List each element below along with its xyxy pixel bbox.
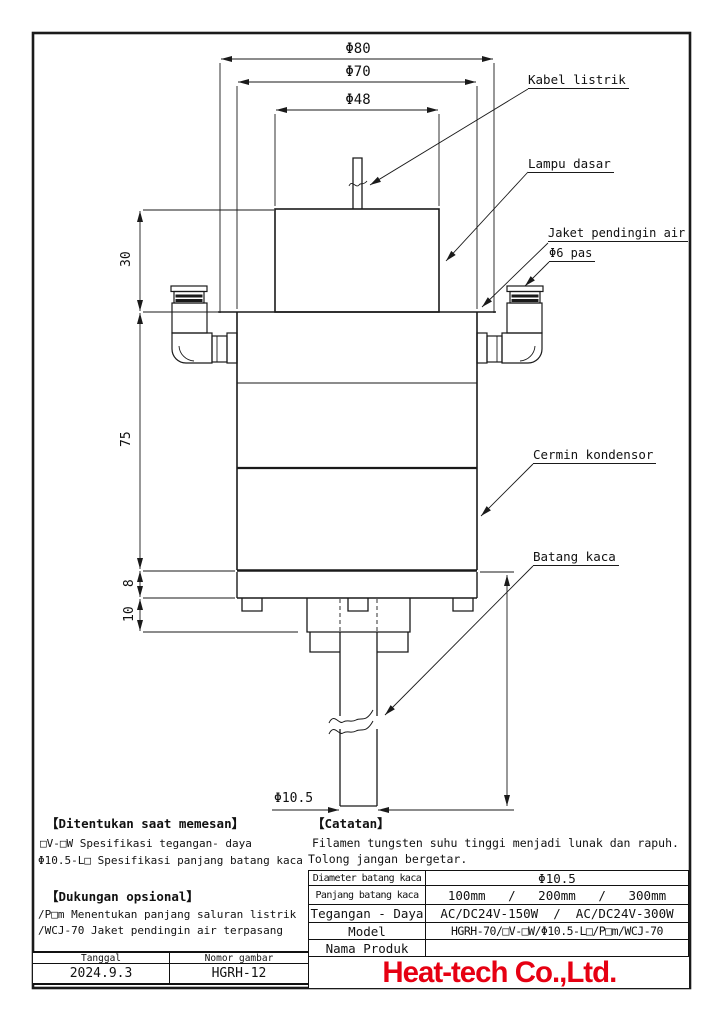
left-fitting	[170, 285, 238, 364]
table-row: Nama Produk	[309, 940, 688, 956]
logo-cell: Heat-tech Co.,Ltd.	[308, 955, 689, 989]
spec-label: Nama Produk	[309, 940, 426, 956]
ordering-notes-title: 【Ditentukan saat memesan】	[46, 816, 245, 831]
spec-value: AC/DC24V-150W / AC/DC24V-300W	[440, 906, 674, 921]
label-water-jacket: Jaket pendingin air	[548, 226, 689, 243]
dim-phi48-label: Φ48	[345, 92, 371, 108]
drawing-number-value: HGRH-12	[211, 966, 267, 981]
rod-dimensions	[272, 571, 514, 813]
label-power-cable: Kabel listrik	[528, 73, 629, 89]
spec-label: Panjang batang kaca	[309, 886, 426, 904]
table-row: Diameter batang kaca Φ10.5	[309, 871, 688, 886]
ordering-note-line: □V-□W Spesifikasi tegangan- daya	[40, 837, 252, 850]
spec-label: Tegangan - Daya	[309, 905, 426, 922]
caution-note-line: Filamen tungsten suhu tinggi menjadi lun…	[312, 836, 679, 850]
diameter-dimensions	[219, 56, 495, 313]
dim-8-label: 8	[121, 579, 137, 588]
height-dimensions	[137, 209, 298, 633]
caution-note-line: Tolong jangan bergetar.	[308, 852, 468, 866]
dim-30-label: 30	[118, 251, 134, 267]
optional-note-line: /WCJ-70 Jaket pendingin air terpasang	[38, 924, 284, 937]
spec-value: Φ10.5	[538, 871, 576, 885]
right-fitting	[476, 285, 544, 364]
lamp-housing-outline	[274, 157, 440, 313]
sheet-frame	[31, 31, 692, 990]
drawing-number-header: Nomor gambar	[170, 953, 308, 964]
spec-value: 100mm / 200mm / 300mm	[447, 887, 667, 903]
table-row: Tegangan - Daya AC/DC24V-150W / AC/DC24V…	[309, 905, 688, 923]
spec-value: HGRH-70/□V-□W/Φ10.5-L□/P□m/WCJ-70	[451, 924, 663, 938]
base-and-rod-outline	[241, 598, 474, 807]
optional-notes-title: 【Dukungan opsional】	[46, 889, 199, 904]
spec-value	[426, 940, 688, 956]
table-row: Panjang batang kaca 100mm / 200mm / 300m…	[309, 886, 688, 905]
label-lamp-base: Lampu dasar	[528, 157, 614, 173]
caution-notes-title: 【Catatan】	[312, 816, 390, 831]
spec-table: Diameter batang kaca Φ10.5 Panjang batan…	[308, 870, 689, 957]
date-header: Tanggal	[33, 953, 170, 964]
spec-label: Model	[309, 923, 426, 939]
dim-10-label: 10	[121, 606, 137, 622]
dim-75-label: 75	[118, 431, 134, 447]
dim-phi70-label: Φ70	[345, 64, 371, 80]
optional-note-line: /P□m Menentukan panjang saluran listrik	[38, 908, 297, 921]
spec-label: Diameter batang kaca	[309, 871, 426, 885]
leader-lines	[369, 88, 550, 716]
company-logo: Heat-tech Co.,Ltd.	[382, 955, 617, 989]
dim-phi80-label: Φ80	[345, 41, 371, 57]
label-glass-rod: Batang kaca	[533, 550, 619, 566]
date-value: 2024.9.3	[33, 964, 170, 983]
ordering-note-line: Φ10.5-L□ Spesifikasi panjang batang kaca	[38, 854, 303, 867]
title-block: Tanggal Nomor gambar 2024.9.3 HGRH-12	[33, 951, 309, 985]
label-condenser-mirror: Cermin kondensor	[533, 448, 657, 464]
body-outline	[218, 311, 496, 599]
table-row: Model HGRH-70/□V-□W/Φ10.5-L□/P□m/WCJ-70	[309, 923, 688, 940]
label-fitting-phi6: Φ6 pas	[549, 246, 596, 263]
dim-rod-diameter-label: Φ10.5	[274, 791, 314, 806]
